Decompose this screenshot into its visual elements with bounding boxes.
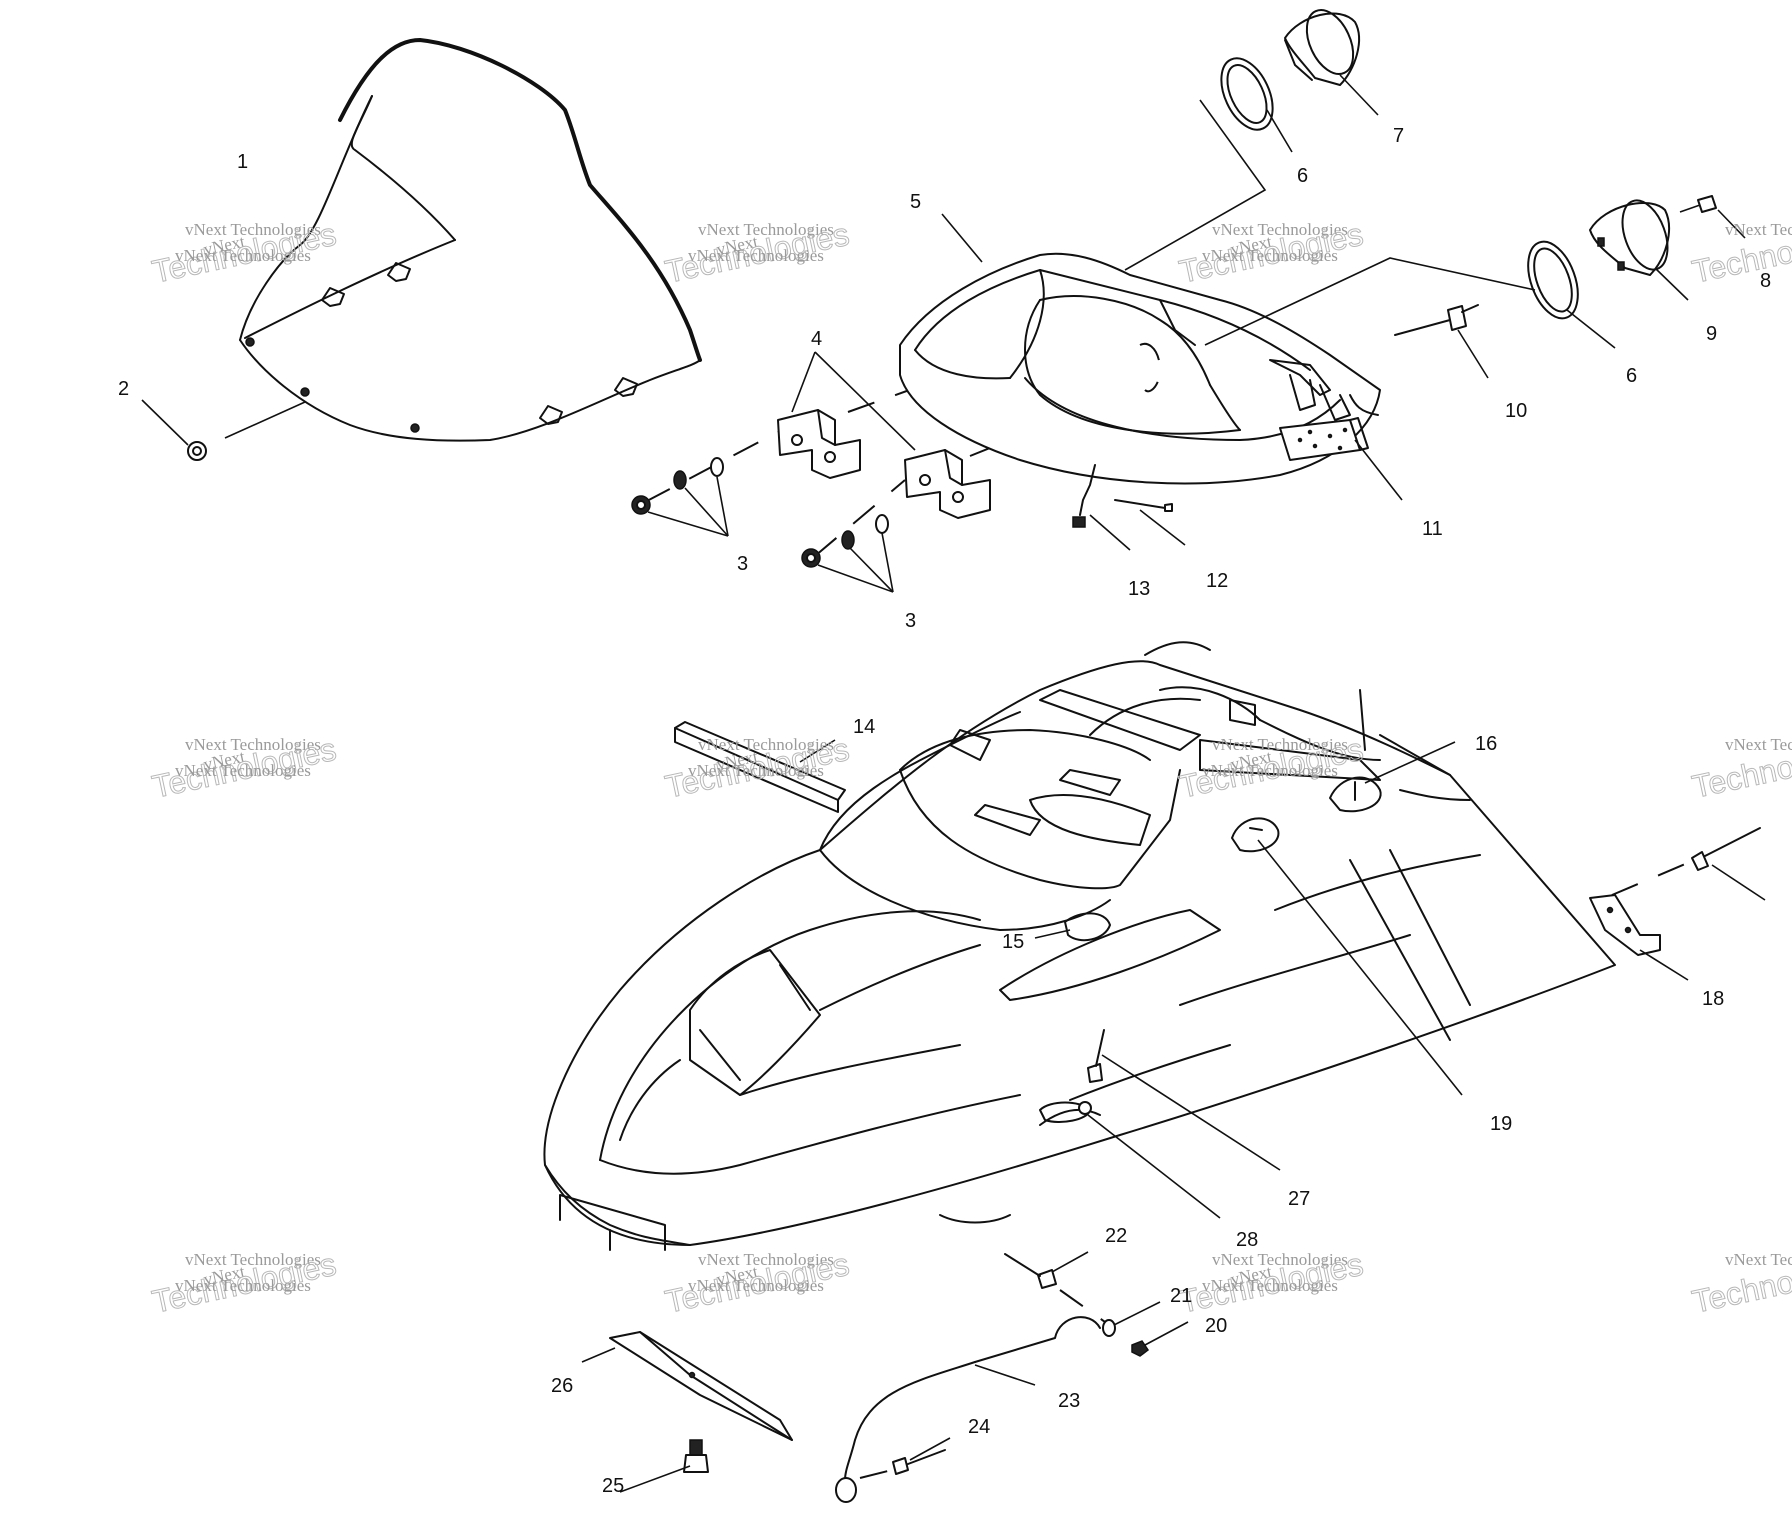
svg-text:vNext Technologies: vNext Technologies: [185, 220, 321, 239]
callout-7: 7: [1393, 125, 1404, 147]
callout-2: 2: [118, 378, 129, 400]
bracket-hardware: [631, 431, 906, 593]
callout-22: 22: [1105, 1225, 1127, 1247]
callout-19: 19: [1490, 1113, 1512, 1135]
callout-11: 11: [1422, 518, 1443, 540]
callout-1: 1: [237, 151, 248, 173]
callout-5: 5: [910, 191, 921, 213]
hood-hardware: [581, 721, 1766, 1503]
svg-text:vNext Technologies: vNext Technologies: [185, 1250, 321, 1269]
callout-25: 25: [602, 1475, 624, 1497]
console-wiring: [1072, 304, 1489, 551]
callout-12: 12: [1206, 570, 1228, 592]
svg-text:vNext Technologies: vNext Technologies: [175, 761, 311, 780]
svg-text:vNext Technologies: vNext Technologies: [1202, 246, 1338, 265]
callout-3: 3: [905, 610, 916, 632]
svg-text:vNext Technologies: vNext Technologies: [688, 761, 824, 780]
svg-text:vNext Technologies: vNext Technologies: [1725, 735, 1792, 754]
callout-21: 21: [1170, 1285, 1192, 1307]
svg-text:vNext Technologies: vNext Technologies: [698, 735, 834, 754]
svg-text:vNext Technologies: vNext Technologies: [1725, 1250, 1792, 1269]
svg-text:vNext Technologies: vNext Technologies: [175, 1276, 311, 1295]
svg-text:vNext Technologies: vNext Technologies: [698, 220, 834, 239]
gauges: [1124, 9, 1746, 349]
windshield-rivet: [141, 399, 306, 461]
svg-text:vNext Technologies: vNext Technologies: [1725, 220, 1792, 239]
windshield: [239, 38, 702, 442]
callout-27: 27: [1288, 1188, 1310, 1210]
svg-text:vNext Technologies: vNext Technologies: [1212, 220, 1348, 239]
callout-4: 4: [811, 328, 822, 350]
callout-13: 13: [1128, 578, 1150, 600]
callout-3: 3: [737, 553, 748, 575]
callout-16: 16: [1475, 733, 1497, 755]
callout-15: 15: [1002, 931, 1024, 953]
callout-9: 9: [1706, 323, 1717, 345]
hood: [543, 641, 1616, 1251]
svg-text:vNext Technologies: vNext Technologies: [688, 1276, 824, 1295]
svg-text:vNext Technologies: vNext Technologies: [175, 246, 311, 265]
callout-10: 10: [1505, 400, 1527, 422]
svg-text:vNext Technologies: vNext Technologies: [1212, 735, 1348, 754]
callout-6: 6: [1297, 165, 1308, 187]
callout-26: 26: [551, 1375, 573, 1397]
callout-8: 8: [1760, 270, 1771, 292]
mounting-brackets: [777, 351, 1031, 519]
svg-text:vNext Technologies: vNext Technologies: [185, 735, 321, 754]
svg-text:vNext Technologies: vNext Technologies: [1202, 1276, 1338, 1295]
callout-6: 6: [1626, 365, 1637, 387]
svg-text:vNext Technologies: vNext Technologies: [698, 1250, 834, 1269]
console-foam: [1279, 417, 1403, 501]
svg-text:vNext Technologies: vNext Technologies: [1202, 761, 1338, 780]
callout-24: 24: [968, 1416, 990, 1438]
callout-14: 14: [853, 716, 875, 738]
callout-labels: 1 2 3 3 4 5 6 6 7 8 9 10 11 12 13 14 15 …: [118, 125, 1771, 1497]
callout-23: 23: [1058, 1390, 1080, 1412]
console: [899, 213, 1381, 485]
callout-20: 20: [1205, 1315, 1227, 1337]
svg-text:vNext Technologies: vNext Technologies: [688, 246, 824, 265]
callout-28: 28: [1236, 1229, 1258, 1251]
callout-18: 18: [1702, 988, 1724, 1010]
svg-text:vNext Technologies: vNext Technologies: [1212, 1250, 1348, 1269]
